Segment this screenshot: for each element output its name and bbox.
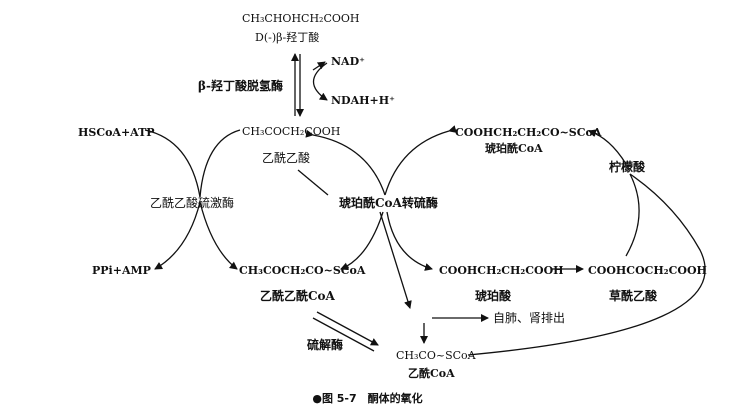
nad-plus-label: NAD⁺ [331, 55, 365, 68]
acetoacetyl-coa-name: 乙酰乙酰CoA [260, 289, 335, 303]
oxaloacetate-to-citrate-curve [625, 173, 640, 257]
acetyl-coa-name: 乙酰CoA [408, 367, 455, 380]
acetoacetate-connector [297, 169, 329, 196]
citrate-label: 柠檬酸 [609, 160, 646, 174]
oxaloacetate-formula: COOHCOCH₂COOH [588, 264, 707, 277]
transferase-to-acetoacetyl-coa [340, 211, 384, 271]
transferase-arc-left [305, 129, 386, 196]
transferase-to-succinate [386, 211, 433, 271]
succinyl-coa-formula: COOHCH₂CH₂CO~SCoA [455, 126, 602, 139]
ppi-amp-label: PPi+AMP [92, 264, 151, 277]
succinate-formula: COOHCH₂CH₂COOH [439, 264, 564, 277]
thiolase-label: 硫解酶 [307, 338, 344, 352]
transferase-label: 琥珀酰CoA转硫酶 [339, 196, 438, 210]
dehydrogenase-label: β-羟丁酸脱氢酶 [198, 79, 283, 93]
hydroxybutyrate-name: D(-)β-羟丁酸 [255, 31, 320, 44]
succinate-name: 琥珀酸 [475, 289, 512, 303]
thiokinase-label: 乙酰乙酸硫激酶 [150, 196, 235, 210]
hscoa-atp-label: HSCoA+ATP [78, 126, 155, 139]
acetoacetyl-coa-formula: CH₃COCH₂CO~SCoA [239, 264, 366, 277]
thiokinase-to-acetoacetyl-coa [199, 201, 238, 270]
thiolase-arrow-a [316, 311, 379, 346]
excretion-label: 自肺、肾排出 [493, 311, 566, 325]
thiolase-arrow-b [312, 317, 375, 352]
oxaloacetate-name: 草酰乙酸 [609, 289, 658, 303]
transferase-to-excretion [379, 211, 412, 309]
citrate-to-succinyl-coa-curve [588, 129, 627, 165]
nad-curve-upper-arrow [312, 61, 326, 71]
thiokinase-to-ppi [154, 201, 201, 270]
succinyl-coa-name: 琥珀酰CoA [485, 142, 543, 155]
acetyl-coa-loop [467, 173, 706, 356]
acetyl-coa-formula: CH₃CO~SCoA [396, 349, 476, 362]
thiokinase-arc-left [144, 129, 201, 198]
hydroxybutyrate-formula: CH₃CHOHCH₂COOH [242, 12, 360, 25]
acetoacetate-formula: CH₃COCH₂COOH [242, 125, 341, 138]
thiokinase-arc-right [199, 129, 241, 198]
nadh-label: NDAH+H⁺ [331, 94, 395, 107]
figure-caption: ●图 5-7 酮体的氧化 [312, 392, 423, 405]
acetoacetate-name: 乙酰乙酸 [262, 151, 311, 165]
transferase-arc-right [384, 125, 457, 196]
